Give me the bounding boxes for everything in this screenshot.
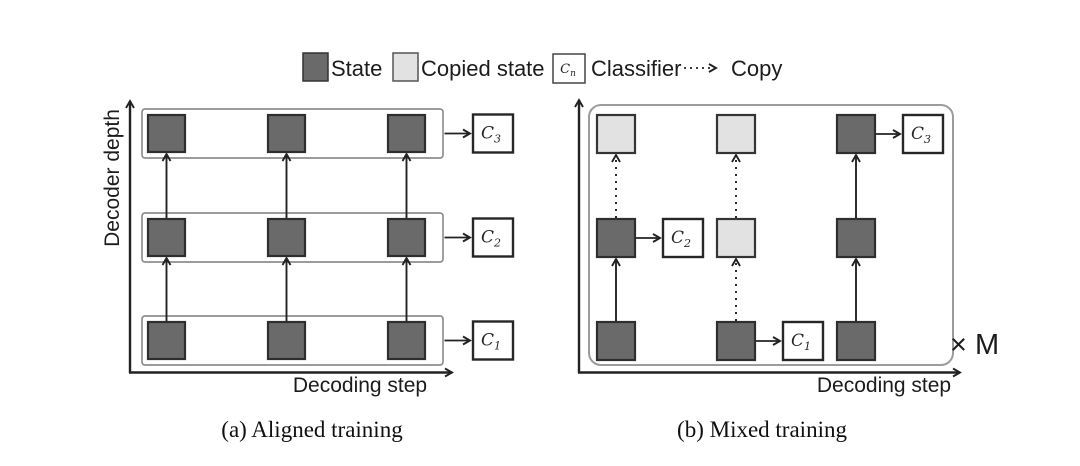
legend-item-copy: Copy bbox=[684, 56, 782, 81]
panel-b-cells bbox=[595, 113, 877, 362]
classifier-label: C1 bbox=[481, 331, 501, 353]
classifier-label: C3 bbox=[911, 124, 931, 146]
caption-b: (b) Mixed training bbox=[677, 417, 847, 442]
classifier-label: C2 bbox=[481, 228, 501, 250]
row-frame bbox=[141, 212, 444, 263]
panel-a-edges bbox=[161, 152, 412, 321]
classifier-label: C1 bbox=[791, 331, 811, 353]
repeat-multiplier-label: × M bbox=[950, 329, 999, 361]
x-axis-label: Decoding step bbox=[817, 374, 951, 397]
row-frame bbox=[141, 315, 444, 366]
panel-b-edges bbox=[611, 153, 861, 321]
legend-label-copy: Copy bbox=[731, 56, 782, 81]
classifier-box bbox=[901, 113, 945, 155]
state-cell bbox=[146, 217, 187, 258]
state-cell bbox=[266, 113, 307, 154]
legend-label-classifier: Classifier bbox=[591, 56, 681, 81]
state-cell bbox=[266, 217, 307, 258]
caption-a: (a) Aligned training bbox=[221, 417, 403, 442]
classifier-box bbox=[781, 320, 825, 362]
state-cell bbox=[386, 320, 427, 361]
state-cell bbox=[146, 320, 187, 361]
copied-state-cell bbox=[715, 113, 757, 155]
row-frame bbox=[141, 108, 444, 159]
y-axis-label: Decoder depth bbox=[101, 109, 124, 247]
state-cell bbox=[595, 320, 637, 362]
state-cell bbox=[835, 320, 877, 362]
copied-state-swatch bbox=[392, 52, 419, 82]
classifier-swatch bbox=[552, 53, 586, 84]
state-cell bbox=[386, 217, 427, 258]
classifier-box bbox=[471, 113, 515, 154]
classifier-box bbox=[661, 217, 705, 259]
legend-item-state: State bbox=[302, 52, 382, 82]
classifier-label: C2 bbox=[671, 228, 691, 250]
panel-a-cells bbox=[146, 113, 427, 361]
copied-state-cell bbox=[715, 217, 757, 259]
legend-label-state: State bbox=[331, 56, 382, 81]
state-cell bbox=[835, 217, 877, 259]
state-swatch bbox=[302, 52, 329, 82]
panel-a-classifiers: C1 C2 C3 bbox=[444, 113, 515, 361]
legend: State Copied state Cn Classifier Copy bbox=[302, 52, 782, 84]
state-cell bbox=[386, 113, 427, 154]
panel-aligned-training: Decoder depth Decoding step C1 C2 C3 (a) A… bbox=[101, 99, 515, 442]
classifier-box bbox=[471, 217, 515, 258]
copied-state-cell bbox=[595, 113, 637, 155]
legend-item-copied-state: Copied state bbox=[392, 52, 545, 82]
repeat-frame bbox=[588, 104, 954, 366]
classifier-label: C3 bbox=[481, 124, 501, 146]
x-axis-label: Decoding step bbox=[293, 374, 427, 397]
legend-label-copied-state: Copied state bbox=[421, 56, 545, 81]
classifier-swatch-symbol: Cn bbox=[560, 62, 576, 79]
state-cell bbox=[146, 113, 187, 154]
state-cell bbox=[266, 320, 307, 361]
state-cell bbox=[835, 113, 877, 155]
state-cell bbox=[595, 217, 637, 259]
legend-item-classifier: Cn Classifier bbox=[552, 53, 681, 84]
classifier-box bbox=[471, 320, 515, 361]
state-cell bbox=[715, 320, 757, 362]
